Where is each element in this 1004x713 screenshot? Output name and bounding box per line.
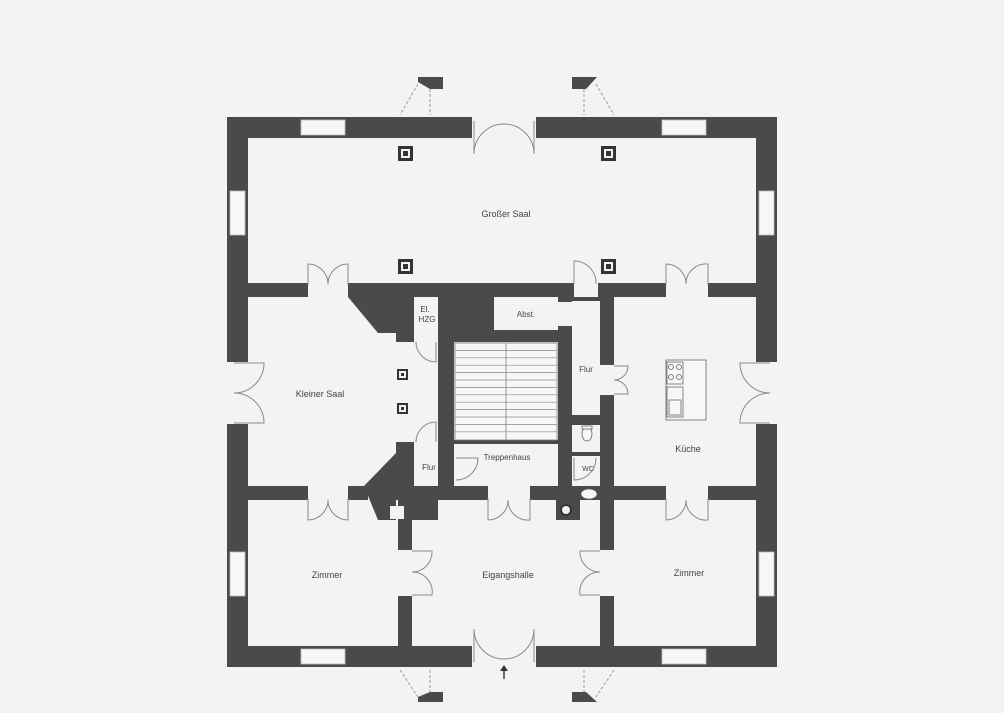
room-labels: Großer Saal Kleiner Saal El. HZG Abst. F…: [296, 209, 705, 580]
columns: [390, 146, 616, 519]
label-hzg: HZG: [419, 315, 436, 324]
label-wc: WC: [582, 466, 594, 473]
label-zimmer-right: Zimmer: [674, 568, 705, 578]
staircase: [454, 342, 558, 441]
label-kleiner-saal: Kleiner Saal: [296, 389, 345, 399]
entrance-arrow: [500, 665, 508, 679]
label-flur-left: Flur: [422, 463, 436, 472]
label-abst: Abst.: [517, 310, 535, 319]
label-kueche: Küche: [675, 444, 701, 454]
terrace-steps: [399, 77, 615, 702]
kitchen-island: [665, 359, 707, 421]
label-eingangshalle: Eigangshalle: [482, 570, 534, 580]
windows: [229, 119, 775, 665]
label-flur-right: Flur: [579, 365, 593, 374]
interior-walls: [248, 283, 756, 667]
label-zimmer-left: Zimmer: [312, 570, 343, 580]
label-el: El.: [420, 305, 429, 314]
label-treppenhaus: Treppenhaus: [484, 453, 531, 462]
utility-rooms: [414, 298, 599, 415]
doors: [227, 117, 777, 667]
label-grosser-saal: Großer Saal: [481, 209, 530, 219]
wc-fixtures: [580, 425, 598, 500]
